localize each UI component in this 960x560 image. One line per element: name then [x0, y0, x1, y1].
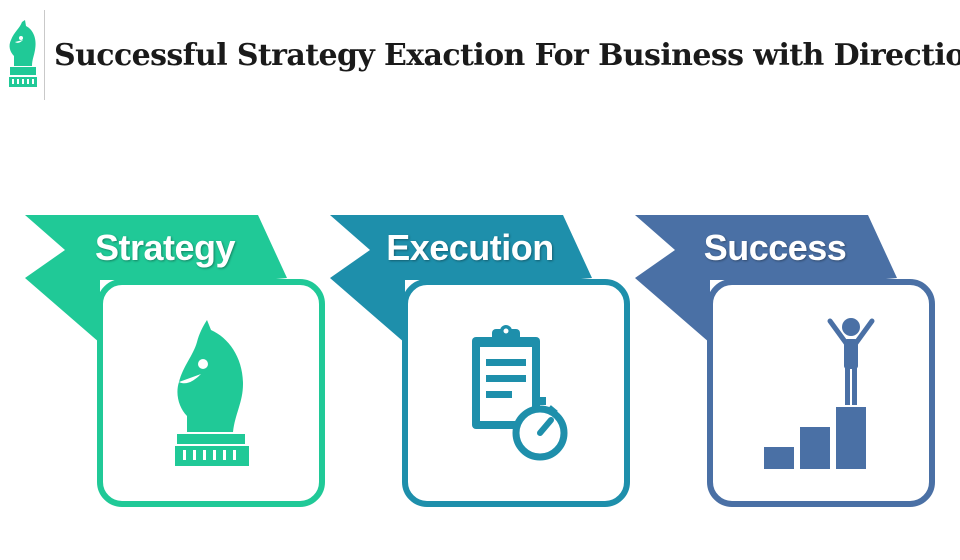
- step-label-strategy: Strategy: [94, 227, 236, 268]
- step-strategy: Strategy: [25, 205, 337, 515]
- page-title: Successful Strategy Exaction For Busines…: [54, 38, 960, 73]
- header-divider: [44, 10, 45, 100]
- chess-knight-icon: [175, 320, 249, 466]
- clipboard-stopwatch-icon: [472, 325, 568, 461]
- header: Successful Strategy Exaction For Busines…: [0, 0, 960, 120]
- step-label-success: Success: [703, 227, 847, 268]
- chess-knight-icon: [9, 20, 37, 87]
- step-success: Success: [635, 205, 947, 515]
- step-execution: Execution: [330, 205, 642, 515]
- winner-podium-icon: [764, 318, 875, 469]
- step-label-execution: Execution: [386, 227, 554, 268]
